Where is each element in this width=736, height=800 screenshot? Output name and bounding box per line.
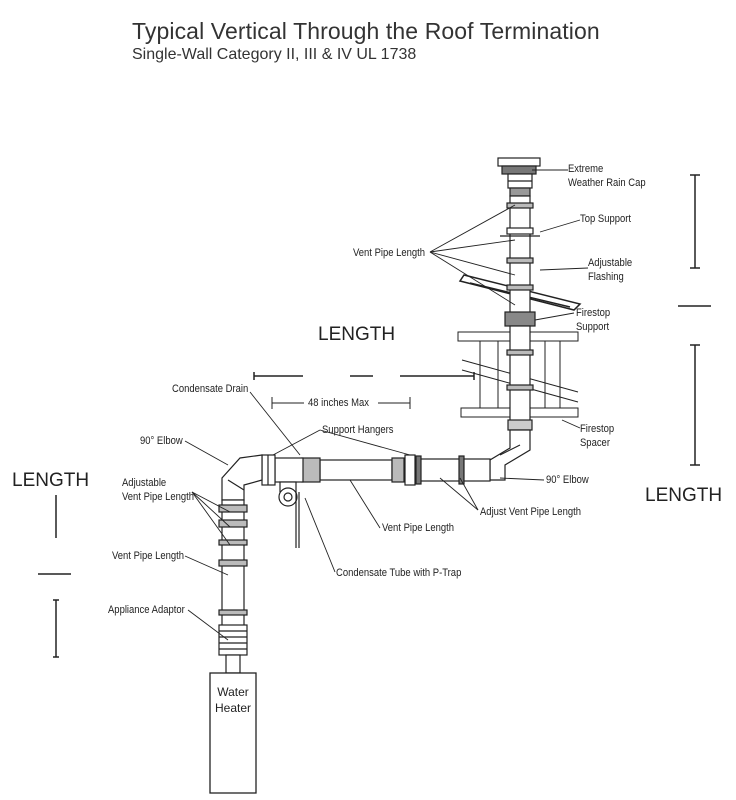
vent-pipe-length-left-label: Vent Pipe Length	[112, 550, 185, 562]
condensate-drain-label: Condensate Drain	[172, 383, 249, 395]
vertical-pipe-left	[218, 499, 248, 674]
left-length-indicator	[38, 495, 71, 658]
right-elbow	[489, 429, 531, 481]
length-label-horizontal: LENGTH	[318, 324, 396, 345]
left-elbow	[221, 454, 263, 501]
vertical-pipe-top	[500, 195, 540, 431]
support-hangers-label: Support Hangers	[322, 424, 394, 436]
firestop-support-label: Firestop Support	[576, 307, 611, 333]
diagram-subtitle: Single-Wall Category II, III & IV UL 173…	[132, 46, 417, 63]
length-label-left-vertical: LENGTH	[12, 470, 90, 491]
adjustable-flashing-label: Adjustable Flashing	[588, 257, 633, 283]
firestop-spacer-label: Firestop Spacer	[580, 423, 615, 449]
water-heater-label: Water Heater	[214, 685, 252, 715]
condensate-tube-label: Condensate Tube with P-Trap	[336, 567, 462, 579]
horizontal-length-indicator	[253, 372, 475, 380]
length-label-right-vertical: LENGTH	[645, 485, 723, 506]
horizontal-pipe	[261, 454, 491, 493]
rain-cap	[497, 157, 541, 197]
leader-lines	[184, 169, 589, 641]
diagram-title: Typical Vertical Through the Roof Termin…	[132, 18, 600, 44]
vent-pipe-length-top-label: Vent Pipe Length	[353, 247, 426, 259]
dimension-48-label: 48 inches Max	[308, 397, 370, 409]
water-heater	[209, 672, 257, 794]
vent-pipe-length-mid-label: Vent Pipe Length	[382, 522, 455, 534]
left-elbow-label: 90° Elbow	[140, 435, 183, 447]
right-length-indicator	[678, 174, 711, 466]
right-elbow-label: 90° Elbow	[546, 474, 589, 486]
rain-cap-label: Extreme Weather Rain Cap	[568, 163, 646, 189]
adjust-vent-pipe-length-label: Adjust Vent Pipe Length	[480, 506, 581, 518]
appliance-adaptor-label: Appliance Adaptor	[108, 604, 185, 616]
p-trap	[278, 487, 300, 548]
adjustable-vent-label: Adjustable Vent Pipe Length	[122, 477, 195, 503]
top-support-label: Top Support	[580, 213, 632, 225]
dimension-48-inches	[271, 397, 411, 409]
